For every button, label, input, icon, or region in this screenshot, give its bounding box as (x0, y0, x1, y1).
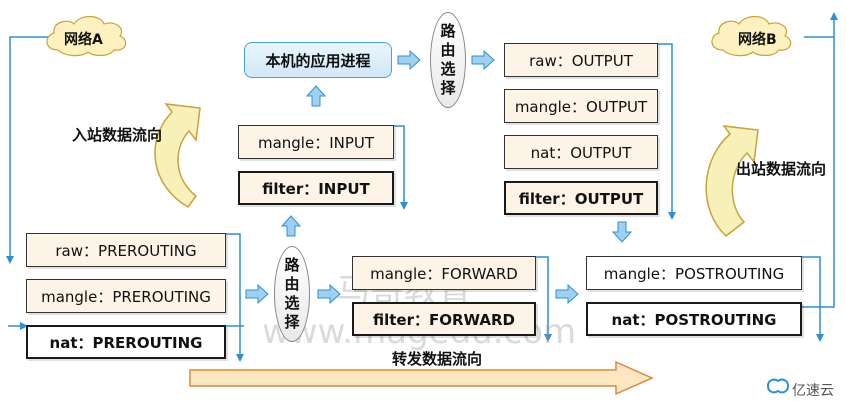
chain-raw-prerouting: raw：PREROUTING (26, 233, 226, 267)
app-process-box: 本机的应用进程 (244, 42, 392, 78)
arrow-routing-to-output (471, 49, 495, 71)
network-a-connector (6, 36, 48, 264)
inbound-curve-arrow (154, 103, 201, 208)
routing-decision-bottom: 路 由 选 择 (274, 246, 310, 342)
routing-char: 路 (440, 22, 456, 40)
chain-filter-output: filter：OUTPUT (504, 181, 658, 215)
arrow-input-up-to-app (305, 85, 327, 107)
routing-decision-top: 路 由 选 择 (430, 12, 466, 108)
network-b-connector (802, 12, 838, 308)
prerouting-collector-line (226, 233, 244, 362)
chain-nat-output: nat：OUTPUT (504, 135, 658, 169)
cloud-a-shape (46, 15, 127, 57)
routing-char: 由 (284, 275, 300, 293)
routing-char: 由 (440, 41, 456, 59)
arrow-forward-to-postrouting (555, 283, 579, 305)
routing-char: 选 (440, 60, 456, 78)
chain-nat-prerouting: nat：PREROUTING (26, 325, 226, 359)
routing-char: 路 (284, 256, 300, 274)
output-collector-line (658, 43, 676, 220)
routing-char: 择 (284, 313, 300, 331)
chain-mangle-prerouting: mangle：PREROUTING (26, 279, 226, 313)
chain-filter-forward: filter：FORWARD (352, 302, 536, 336)
forward-flow-label: 转发数据流向 (392, 350, 483, 368)
routing-char: 选 (284, 294, 300, 312)
chain-mangle-output: mangle：OUTPUT (504, 89, 658, 123)
arrow-prerouting-to-routing (245, 283, 269, 305)
inbound-flow-label: 入站数据流向 (72, 126, 163, 144)
network-b-label: 网络B (738, 32, 777, 48)
brand-text: 亿速云 (792, 383, 834, 399)
brand-logo-icon (766, 378, 790, 394)
arrow-routing-to-forward (317, 283, 341, 305)
cloud-b-shape (711, 15, 792, 57)
arrow-app-to-routing (397, 49, 421, 71)
outbound-flow-label: 出站数据流向 (736, 160, 827, 178)
chain-mangle-forward: mangle：FORWARD (352, 256, 536, 290)
chain-mangle-input: mangle：INPUT (238, 125, 394, 159)
forward-big-arrow (189, 360, 654, 396)
arrow-routing-up-to-input (280, 215, 302, 237)
brand-label: 亿速云 (792, 380, 834, 400)
outbound-curve-arrow (705, 125, 759, 237)
routing-char: 择 (440, 79, 456, 97)
postrouting-collector-line (802, 256, 824, 342)
chain-filter-input: filter：INPUT (238, 171, 394, 205)
forward-collector-line (536, 256, 552, 342)
input-collector-line (394, 125, 408, 210)
chain-mangle-postrouting: mangle：POSTROUTING (586, 256, 802, 290)
arrow-output-down-to-postrouting (611, 221, 633, 243)
chain-nat-postrouting: nat：POSTROUTING (586, 302, 802, 336)
chain-raw-output: raw：OUTPUT (504, 43, 658, 77)
network-a-label: 网络A (64, 32, 103, 48)
block-arrows (245, 49, 633, 305)
